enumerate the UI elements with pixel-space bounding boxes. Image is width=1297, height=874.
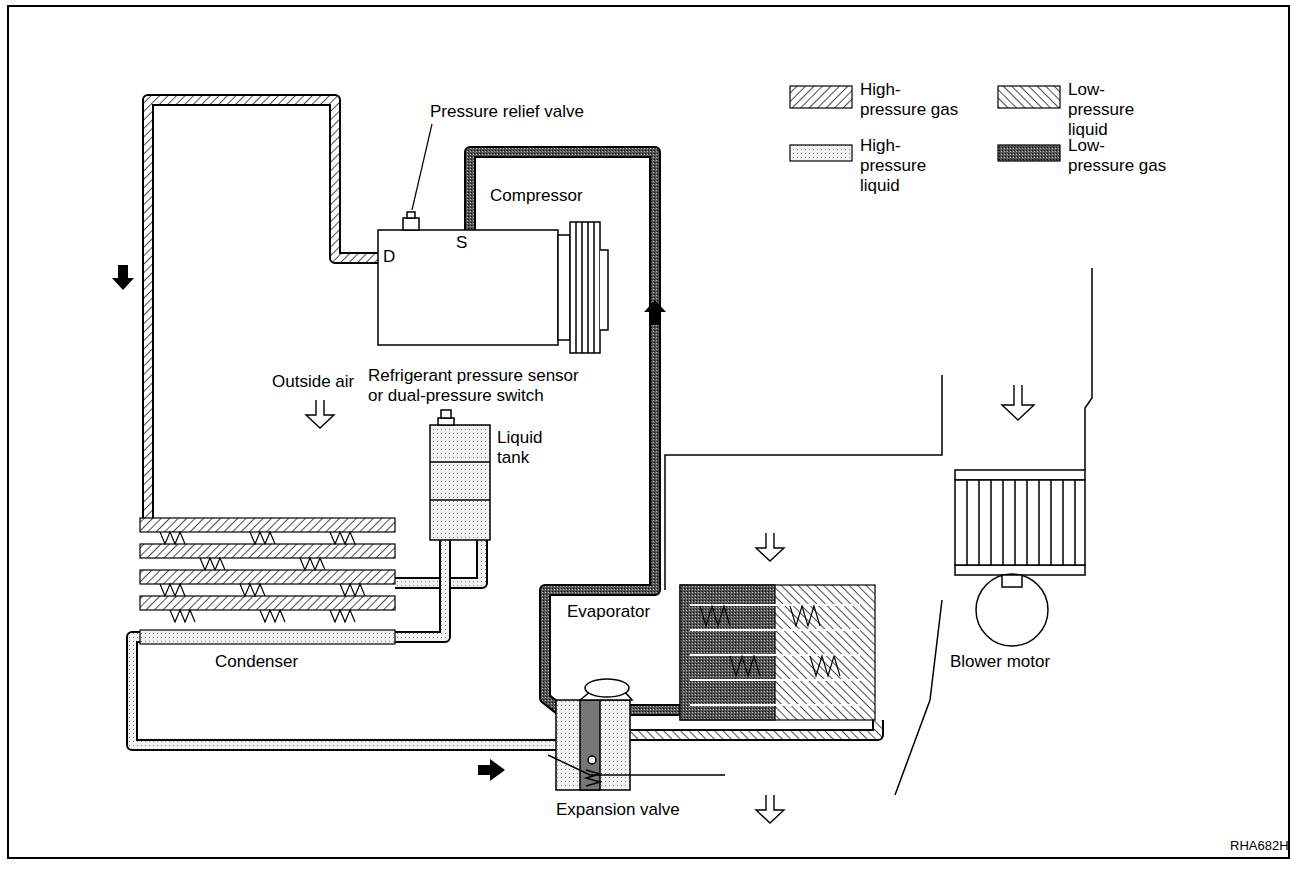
legend-text: High-pressure gas — [860, 80, 960, 120]
part-label: Condenser — [215, 652, 298, 672]
liquid-tank — [430, 410, 490, 540]
part-label: Refrigerant pressure sensor or dual-pres… — [368, 366, 590, 406]
part-label: Expansion valve — [556, 800, 680, 820]
pipes — [132, 100, 878, 745]
flow-direction-arrows — [112, 265, 666, 781]
part-label: Compressor — [490, 186, 583, 206]
part-label: Liquid tank — [497, 428, 557, 468]
air-duct — [548, 268, 1092, 795]
figure-code: RHA682H — [1230, 838, 1289, 854]
port-letter: S — [456, 233, 467, 253]
blower-motor — [955, 470, 1085, 646]
part-label: Pressure relief valve — [430, 102, 584, 122]
evaporator — [680, 585, 875, 720]
compressor — [378, 212, 608, 353]
port-letter: D — [383, 247, 395, 267]
air-flow-arrows — [306, 385, 1034, 823]
leader-line — [412, 124, 432, 210]
frame — [8, 6, 1289, 858]
flow-label: Outside air — [272, 372, 354, 392]
legend-swatches — [790, 86, 1060, 161]
part-label: Evaporator — [567, 602, 650, 622]
expansion-valve — [556, 679, 632, 790]
legend-text: Low-pressure gas — [1068, 136, 1168, 176]
part-label: Blower motor — [950, 652, 1050, 672]
legend-text: Low-pressure liquid — [1068, 80, 1168, 140]
condenser — [140, 518, 395, 644]
legend-text: High-pressure liquid — [860, 136, 960, 196]
